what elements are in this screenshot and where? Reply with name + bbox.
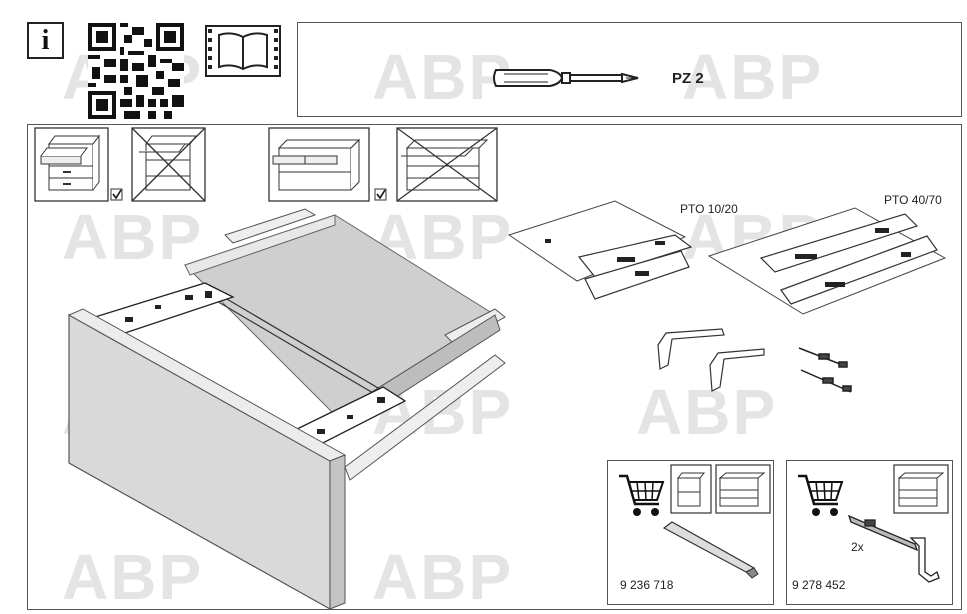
pto-large-label: PTO 40/70 — [884, 193, 942, 207]
drawer-assembly-illustration — [67, 208, 506, 611]
tool-label: PZ 2 — [672, 70, 704, 87]
quantity-label: 2x — [851, 540, 864, 554]
tool-box — [297, 22, 962, 117]
accessory-box-right — [786, 460, 953, 605]
bracket-parts — [657, 328, 765, 392]
pto-small-label: PTO 10/20 — [680, 202, 738, 216]
screwdriver-icon — [493, 69, 639, 87]
shopping-cart-icon[interactable] — [796, 472, 846, 518]
qr-code-icon[interactable] — [88, 23, 184, 119]
drawer-type-icons-left — [670, 464, 771, 514]
pto-large-kit — [707, 207, 947, 315]
article-number-left: 9 236 718 — [620, 578, 674, 592]
article-number-right: 9 278 452 — [792, 578, 846, 592]
main-frame — [27, 124, 962, 610]
accessory-box-left — [607, 460, 774, 605]
manual-book-icon[interactable] — [205, 25, 281, 77]
info-icon: i — [41, 25, 50, 56]
pto-small-kit — [507, 200, 693, 300]
drawer-type-options — [34, 127, 498, 202]
adapter-part — [847, 514, 940, 583]
connector-parts — [798, 347, 852, 393]
info-box: i — [27, 22, 64, 59]
connecting-rod-part — [662, 521, 759, 579]
shopping-cart-icon[interactable] — [617, 472, 667, 518]
drawer-type-icon-right — [893, 464, 949, 514]
